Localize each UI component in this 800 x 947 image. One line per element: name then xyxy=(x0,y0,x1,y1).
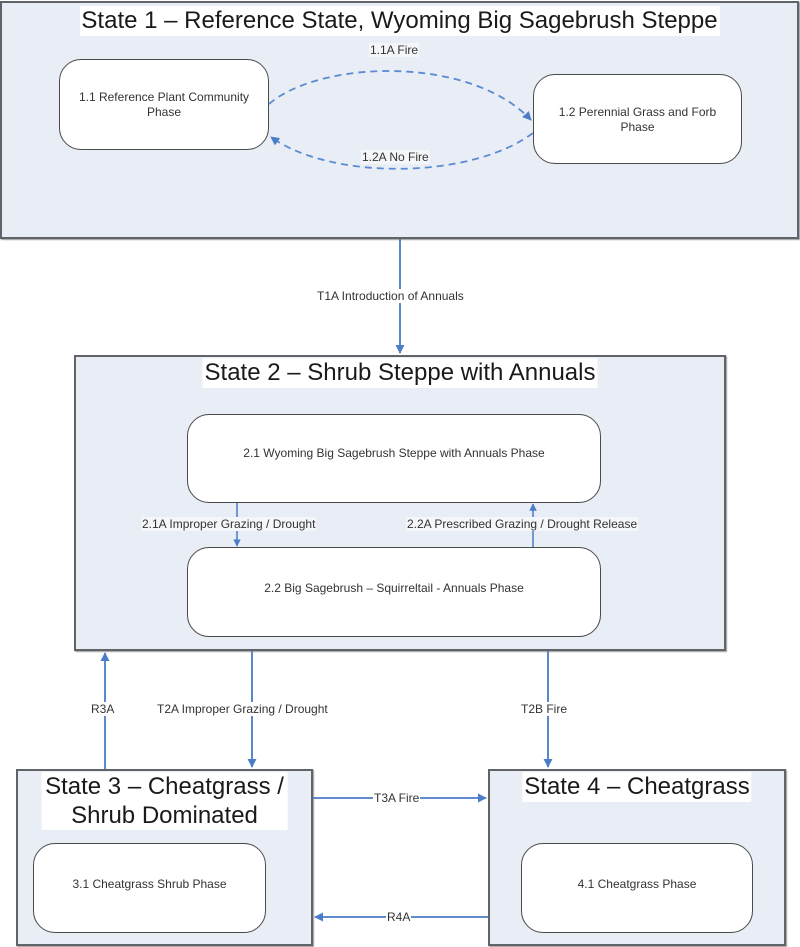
phase-1-1-label-line2: Phase xyxy=(146,105,182,119)
transition-t1a-label: T1A Introduction of Annuals xyxy=(316,289,465,303)
phase-1-2-label-line1: 1.2 Perennial Grass and Forb xyxy=(558,105,717,119)
phase-1-1-label-line1: 1.1 Reference Plant Community xyxy=(78,90,250,104)
state-3-title: State 3 – Cheatgrass / Shrub Dominated xyxy=(41,772,288,830)
state-4-title: State 4 – Cheatgrass xyxy=(522,772,752,802)
phase-2-1[interactable]: 2.1 Wyoming Big Sagebrush Steppe with An… xyxy=(187,414,601,503)
phase-1-1-label: 1.1 Reference Plant Community Phase xyxy=(79,90,249,149)
transition-t2a-label: T2A Improper Grazing / Drought xyxy=(156,702,329,716)
transition-t3a-label: T3A Fire xyxy=(373,791,421,805)
state-1-title: State 1 – Reference State, Wyoming Big S… xyxy=(79,6,720,36)
phase-4-1-label: 4.1 Cheatgrass Phase xyxy=(577,876,697,891)
transition-t2b-label: T2B Fire xyxy=(520,702,569,716)
phase-1-1[interactable]: 1.1 Reference Plant Community Phase xyxy=(59,59,269,150)
phase-1-2[interactable]: 1.2 Perennial Grass and Forb Phase xyxy=(533,74,742,164)
phase-2-2[interactable]: 2.2 Big Sagebrush – Squirreltail - Annua… xyxy=(187,547,601,637)
phase-4-1[interactable]: 4.1 Cheatgrass Phase xyxy=(521,843,753,933)
phase-1-2-label-line2: Phase xyxy=(620,120,655,134)
pathway-2-2a-label: 2.2A Prescribed Grazing / Drought Releas… xyxy=(406,517,639,531)
phase-2-2-label: 2.2 Big Sagebrush – Squirreltail - Annua… xyxy=(264,580,524,595)
transition-r4a-label: R4A xyxy=(386,910,412,924)
state-3-title-line1: State 3 – Cheatgrass / xyxy=(45,773,284,800)
phase-1-2-label: 1.2 Perennial Grass and Forb Phase xyxy=(559,105,716,163)
state-2-title: State 2 – Shrub Steppe with Annuals xyxy=(202,358,598,388)
phase-3-1[interactable]: 3.1 Cheatgrass Shrub Phase xyxy=(33,843,266,933)
transition-r3a-label: R3A xyxy=(90,702,116,716)
pathway-2-1a-label: 2.1A Improper Grazing / Drought xyxy=(141,517,317,531)
phase-2-1-label: 2.1 Wyoming Big Sagebrush Steppe with An… xyxy=(243,446,545,460)
state-3-title-line2: Shrub Dominated xyxy=(71,802,258,829)
pathway-1-1a-label: 1.1A Fire xyxy=(369,43,420,57)
phase-3-1-label: 3.1 Cheatgrass Shrub Phase xyxy=(72,876,227,891)
pathway-1-2a-label: 1.2A No Fire xyxy=(361,150,430,164)
